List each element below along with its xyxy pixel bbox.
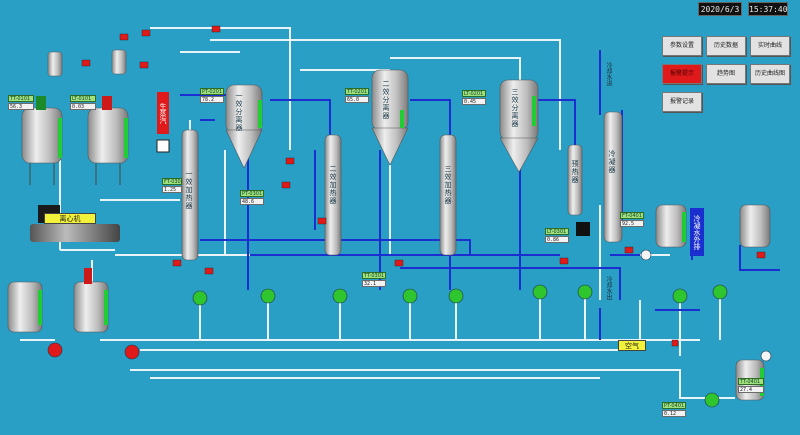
- condenser-col-label: 冷凝器: [608, 150, 616, 174]
- reactor-2: [87, 96, 129, 185]
- value: 92.5: [620, 220, 644, 227]
- param-settings-button[interactable]: 参数设置: [662, 36, 702, 56]
- tag: TT-0401: [738, 378, 764, 385]
- heater-1-label: 一效加热器: [185, 170, 193, 210]
- heater-3-label: 三效加热器: [444, 165, 452, 205]
- heater-column-3: [439, 134, 457, 256]
- value: 65.0: [345, 96, 369, 103]
- heater-2-label: 二效加热器: [329, 165, 337, 205]
- valves: [81, 25, 766, 347]
- tag: PT-0301: [240, 190, 264, 197]
- air-label: 空气: [618, 340, 646, 351]
- value: 1.25: [162, 186, 182, 193]
- trend-button[interactable]: 趋势图: [706, 64, 746, 84]
- date-display: 2020/6/3: [698, 2, 742, 16]
- heater-column-1: [181, 129, 199, 261]
- effect-3-label: 三效分离器: [511, 88, 519, 128]
- bottom-tank-2: [73, 268, 109, 333]
- time-display: 15:37:40: [748, 2, 788, 16]
- feed-tank-2: [111, 49, 127, 75]
- value: 0.12: [662, 410, 686, 417]
- steam-valve: [156, 139, 170, 153]
- feed-tank-1: [47, 51, 63, 77]
- realtime-curve-button[interactable]: 实时曲线: [750, 36, 790, 56]
- effect-1-label: 一效分离器: [235, 92, 243, 132]
- condenser-column: [603, 111, 623, 243]
- tag: PT-0201: [200, 88, 224, 95]
- tag: TT-0101: [8, 95, 34, 102]
- condensate-tank: [655, 204, 687, 248]
- tag: LT-0101: [70, 95, 96, 102]
- tag: TT-0301: [362, 272, 386, 279]
- history-data-button[interactable]: 历史数据: [706, 36, 746, 56]
- alarm-button[interactable]: 报警提示: [662, 64, 702, 84]
- separator-effect-1: [225, 84, 263, 169]
- tag: LT-0201: [462, 90, 486, 97]
- value: 0.03: [70, 103, 96, 110]
- value: 32.1: [362, 280, 386, 287]
- steam-label: 生蒸汽: [157, 92, 169, 134]
- value: 56.3: [8, 103, 34, 110]
- cooling-water-in-label: 冷却水进: [605, 62, 612, 86]
- vacuum-tank: [739, 204, 771, 248]
- control-panel-box: [576, 222, 590, 236]
- preheater-column: [567, 144, 583, 216]
- bottom-tank-1: [7, 281, 43, 333]
- reactor-1: [21, 96, 63, 185]
- cooling-water-out-label: 冷却水出: [605, 276, 612, 300]
- pumps: [47, 249, 772, 408]
- value: 48.6: [240, 198, 264, 205]
- condenser-outlet-label: 冷凝水外排: [690, 208, 704, 256]
- tag: TT-0201: [345, 88, 369, 95]
- separator-effect-3: [499, 79, 539, 173]
- alarm-log-button[interactable]: 报警记录: [662, 92, 702, 112]
- effect-2-label: 二效分离器: [382, 80, 390, 120]
- value: 0.45: [462, 98, 486, 105]
- tag: PT-0401: [662, 402, 686, 409]
- value: 0.86: [545, 236, 569, 243]
- tag: FT-0301: [162, 178, 182, 185]
- separator-effect-2: [371, 69, 409, 166]
- tag: FT-0401: [620, 212, 644, 219]
- value: 27.4: [738, 386, 764, 393]
- tag: LT-0301: [545, 228, 569, 235]
- history-curve-button[interactable]: 历史曲线图: [750, 64, 790, 84]
- preheater-label: 预热器: [571, 160, 579, 184]
- centrifuge-label: 离心机: [44, 213, 96, 224]
- value: 78.2: [200, 96, 224, 103]
- heater-column-2: [324, 134, 342, 256]
